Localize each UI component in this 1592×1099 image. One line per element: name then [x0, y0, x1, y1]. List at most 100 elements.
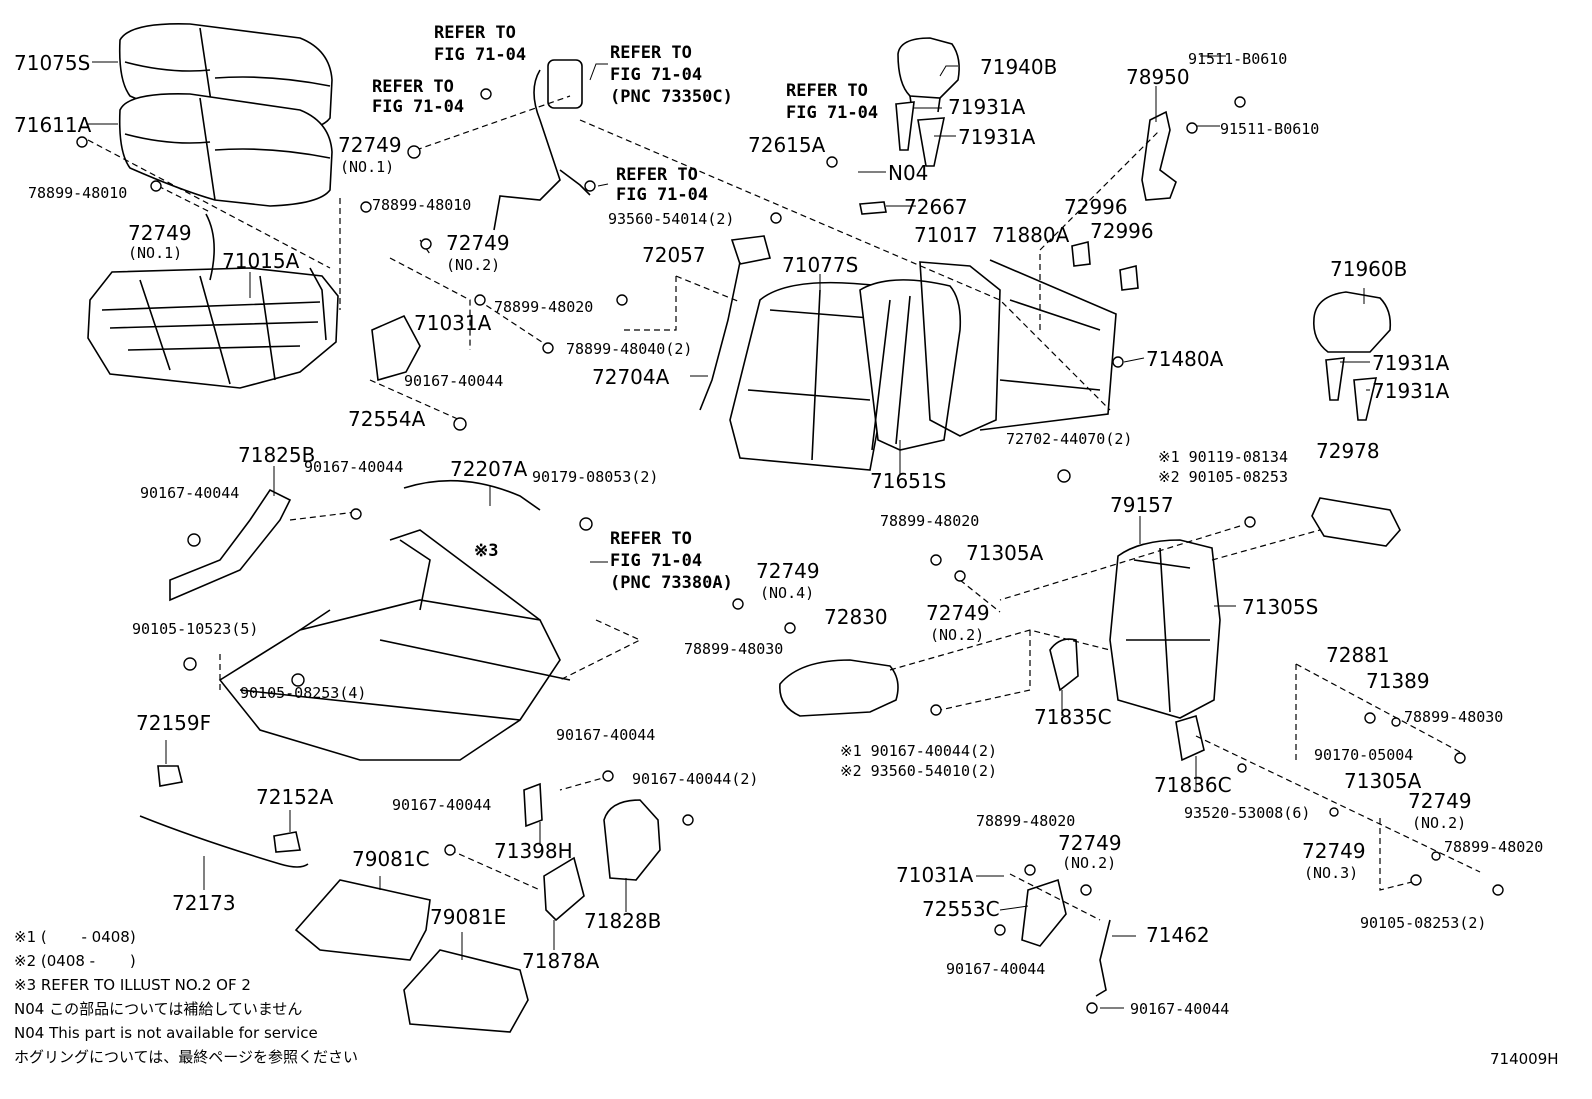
label-71825b[interactable]: 71825B — [238, 443, 315, 467]
label-79081e[interactable]: 79081E — [430, 905, 506, 929]
label-72159f[interactable]: 72159F — [136, 711, 211, 735]
label-90105-08253-2[interactable]: 90105-08253(2) — [1360, 914, 1486, 932]
label-72749-no4[interactable]: 72749 — [756, 559, 820, 583]
label-71305s[interactable]: 71305S — [1242, 595, 1318, 619]
label-71462[interactable]: 71462 — [1146, 923, 1210, 947]
label-n04[interactable]: N04 — [888, 161, 928, 185]
label-72978[interactable]: 72978 — [1316, 439, 1380, 463]
label-71398h[interactable]: 71398H — [494, 839, 573, 863]
label-78950[interactable]: 78950 — [1126, 65, 1190, 89]
label-78899-48030-b[interactable]: 78899-48030 — [1404, 708, 1503, 726]
ref6-line2[interactable]: FIG 71-04 — [610, 551, 702, 571]
label-71075s[interactable]: 71075S — [14, 51, 90, 75]
ref2-line1[interactable]: REFER TO — [372, 77, 454, 97]
ref5-line2[interactable]: FIG 71-04 — [786, 103, 878, 123]
label-90170-05004[interactable]: 90170-05004 — [1314, 746, 1413, 764]
label-93560-54014[interactable]: 93560-54014(2) — [608, 210, 734, 228]
label-72749-no1-a[interactable]: 72749 — [128, 221, 192, 245]
label-71031a-a[interactable]: 71031A — [414, 311, 492, 335]
label-s2-90105-08253[interactable]: ※2 90105-08253 — [1158, 468, 1288, 486]
label-78899-48010-b[interactable]: 78899-48010 — [372, 196, 471, 214]
label-90105-08253-4[interactable]: 90105-08253(4) — [240, 684, 366, 702]
label-72749-no2-b[interactable]: 72749 — [926, 601, 990, 625]
label-91511-b0610-a[interactable]: 91511-B0610 — [1188, 50, 1287, 68]
label-71836c[interactable]: 71836C — [1154, 773, 1232, 797]
label-79157[interactable]: 79157 — [1110, 493, 1174, 517]
label-72996-a[interactable]: 72996 — [1064, 195, 1128, 219]
label-72749-no2-d[interactable]: 72749 — [1058, 831, 1122, 855]
ref3-line3[interactable]: (PNC 73350C) — [610, 87, 733, 107]
ref1-line1[interactable]: REFER TO — [434, 23, 516, 43]
ref4-line2[interactable]: FIG 71-04 — [616, 185, 708, 205]
label-72704a[interactable]: 72704A — [592, 365, 670, 389]
label-s1-90167-40044[interactable]: ※1 90167-40044(2) — [840, 742, 997, 760]
label-90167-40044-a[interactable]: 90167-40044 — [404, 372, 503, 390]
label-s2-93560-54010[interactable]: ※2 93560-54010(2) — [840, 762, 997, 780]
label-71017[interactable]: 71017 — [914, 223, 978, 247]
ref1-line2[interactable]: FIG 71-04 — [434, 45, 526, 65]
label-90167-40044-d[interactable]: 90167-40044 — [556, 726, 655, 744]
ref6-line1[interactable]: REFER TO — [610, 529, 692, 549]
label-71015a[interactable]: 71015A — [222, 249, 300, 273]
label-71931a-a[interactable]: 71931A — [948, 95, 1026, 119]
ref6-line3[interactable]: (PNC 73380A) — [610, 573, 733, 593]
label-71031a-b[interactable]: 71031A — [896, 863, 974, 887]
label-72207a[interactable]: 72207A — [450, 457, 528, 481]
label-71305a-a[interactable]: 71305A — [966, 541, 1044, 565]
label-72615a[interactable]: 72615A — [748, 133, 826, 157]
label-72749-no2-c[interactable]: 72749 — [1408, 789, 1472, 813]
label-s1-90119-08134[interactable]: ※1 90119-08134 — [1158, 448, 1288, 466]
label-72554a[interactable]: 72554A — [348, 407, 426, 431]
label-71835c[interactable]: 71835C — [1034, 705, 1112, 729]
label-71828b[interactable]: 71828B — [584, 909, 661, 933]
label-78899-48040[interactable]: 78899-48040(2) — [566, 340, 692, 358]
ref4-line1[interactable]: REFER TO — [616, 165, 698, 185]
ref3-line1[interactable]: REFER TO — [610, 43, 692, 63]
label-72749-no1-b[interactable]: 72749 — [338, 133, 402, 157]
label-71931a-c[interactable]: 71931A — [1372, 351, 1450, 375]
label-72830[interactable]: 72830 — [824, 605, 888, 629]
label-90167-40044-h[interactable]: 90167-40044 — [1130, 1000, 1229, 1018]
label-71480a[interactable]: 71480A — [1146, 347, 1224, 371]
label-93520-53008[interactable]: 93520-53008(6) — [1184, 804, 1310, 822]
label-78899-48020-a[interactable]: 78899-48020 — [494, 298, 593, 316]
label-72667[interactable]: 72667 — [904, 195, 968, 219]
ref3-line2[interactable]: FIG 71-04 — [610, 65, 702, 85]
label-90167-40044-f[interactable]: 90167-40044 — [392, 796, 491, 814]
label-71931a-d[interactable]: 71931A — [1372, 379, 1450, 403]
label-78899-48030-a[interactable]: 78899-48030 — [684, 640, 783, 658]
label-90167-40044-b[interactable]: 90167-40044 — [304, 458, 403, 476]
label-78899-48010-a[interactable]: 78899-48010 — [28, 184, 127, 202]
label-78899-48020-d[interactable]: 78899-48020 — [976, 812, 1075, 830]
label-72152a[interactable]: 72152A — [256, 785, 334, 809]
label-72173[interactable]: 72173 — [172, 891, 236, 915]
label-90179-08053[interactable]: 90179-08053(2) — [532, 468, 658, 486]
label-71878a[interactable]: 71878A — [522, 949, 600, 973]
label-72749-no2-a[interactable]: 72749 — [446, 231, 510, 255]
label-72749-no3[interactable]: 72749 — [1302, 839, 1366, 863]
label-72881[interactable]: 72881 — [1326, 643, 1390, 667]
label-71611a[interactable]: 71611A — [14, 113, 92, 137]
label-90167-40044-c[interactable]: 90167-40044 — [140, 484, 239, 502]
label-79081c[interactable]: 79081C — [352, 847, 430, 871]
label-72996-b[interactable]: 72996 — [1090, 219, 1154, 243]
label-90105-10523[interactable]: 90105-10523(5) — [132, 620, 258, 638]
label-71940b[interactable]: 71940B — [980, 55, 1057, 79]
label-71077s[interactable]: 71077S — [782, 253, 858, 277]
ref5-line1[interactable]: REFER TO — [786, 81, 868, 101]
label-72553c[interactable]: 72553C — [922, 897, 1000, 921]
label-78899-48020-b[interactable]: 78899-48020 — [880, 512, 979, 530]
label-71931a-b[interactable]: 71931A — [958, 125, 1036, 149]
label-91511-b0610-b[interactable]: 91511-B0610 — [1220, 120, 1319, 138]
label-90167-40044-g[interactable]: 90167-40044 — [946, 960, 1045, 978]
label-71305a-b[interactable]: 71305A — [1344, 769, 1422, 793]
ref2-line2[interactable]: FIG 71-04 — [372, 97, 464, 117]
label-90167-40044-e[interactable]: 90167-40044(2) — [632, 770, 758, 788]
label-78899-48020-c[interactable]: 78899-48020 — [1444, 838, 1543, 856]
label-71651s[interactable]: 71651S — [870, 469, 946, 493]
label-72057[interactable]: 72057 — [642, 243, 706, 267]
label-72702-44070[interactable]: 72702-44070(2) — [1006, 430, 1132, 448]
label-71389[interactable]: 71389 — [1366, 669, 1430, 693]
label-71880a[interactable]: 71880A — [992, 223, 1070, 247]
label-71960b[interactable]: 71960B — [1330, 257, 1407, 281]
